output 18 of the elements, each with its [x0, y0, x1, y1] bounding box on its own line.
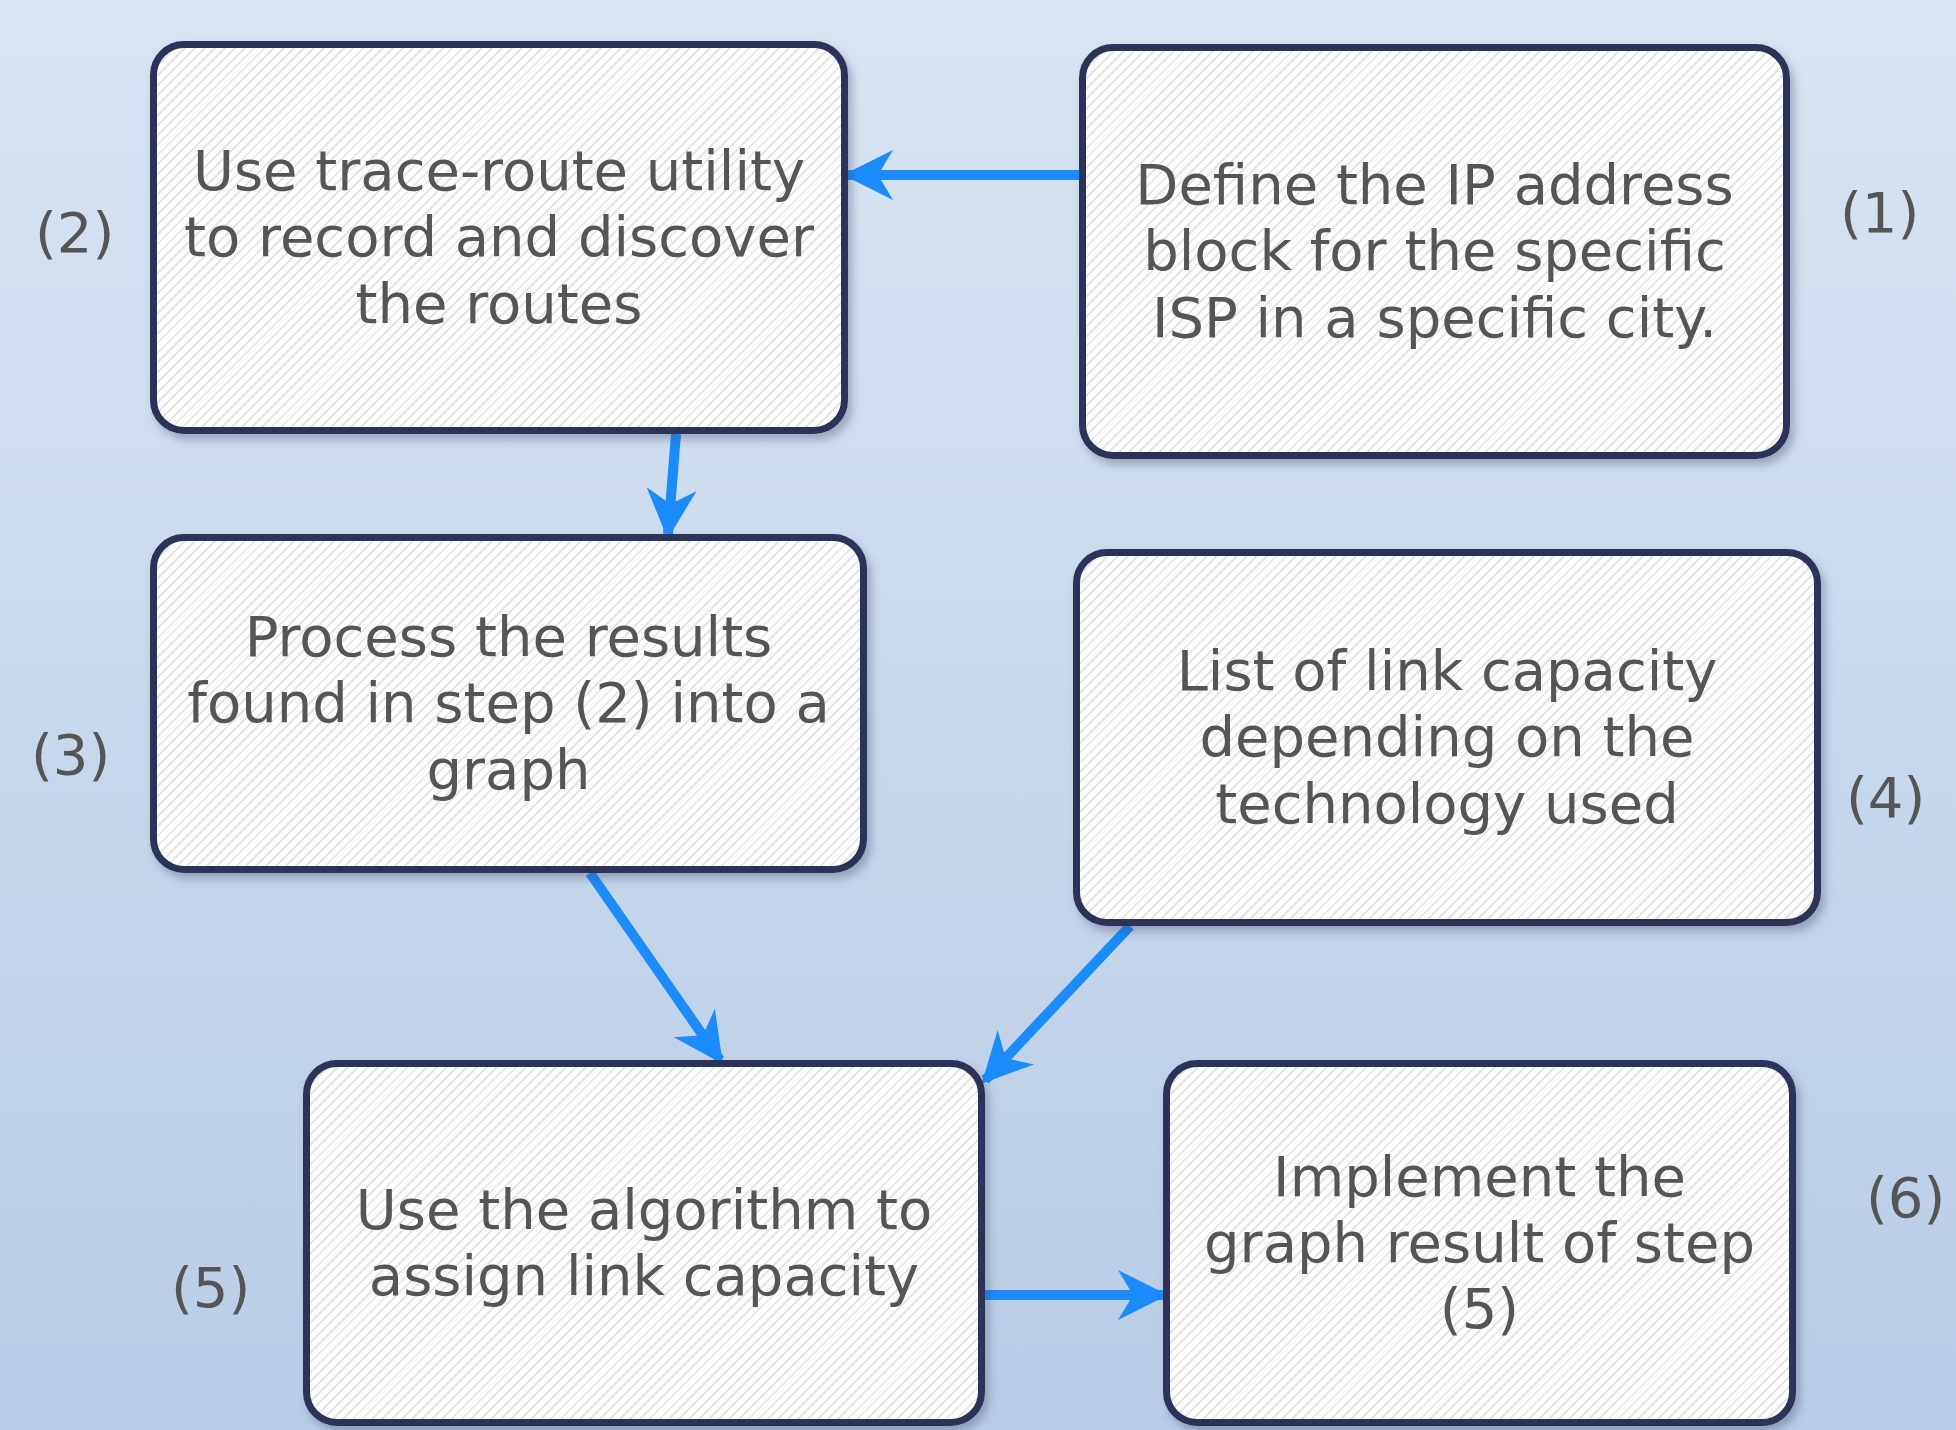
step-number: (3)	[31, 722, 111, 787]
step-number: (5)	[171, 1255, 251, 1320]
step-text: Use trace-route utility to record and discover the routes	[183, 138, 815, 337]
step-text: Use the algorithm to assign link capacity	[354, 1176, 934, 1310]
process-box	[1079, 44, 1790, 459]
step-text: List of link capacity depending on the technology used	[1175, 638, 1719, 837]
process-box	[150, 41, 848, 434]
process-box	[303, 1060, 985, 1426]
step-text: Define the IP address block for the specific ISP in a specific city.	[1134, 152, 1735, 351]
step-text: Process the results found in step (2) into a graph	[186, 604, 831, 803]
step-number: (6)	[1866, 1165, 1946, 1230]
step-number: (4)	[1846, 765, 1926, 830]
process-box	[150, 534, 867, 873]
step-number: (2)	[35, 200, 115, 265]
step-text: Implement the graph result of step (5)	[1203, 1143, 1756, 1343]
process-box	[1073, 549, 1821, 926]
step-number: (1)	[1840, 180, 1920, 245]
process-box	[1163, 1060, 1796, 1426]
